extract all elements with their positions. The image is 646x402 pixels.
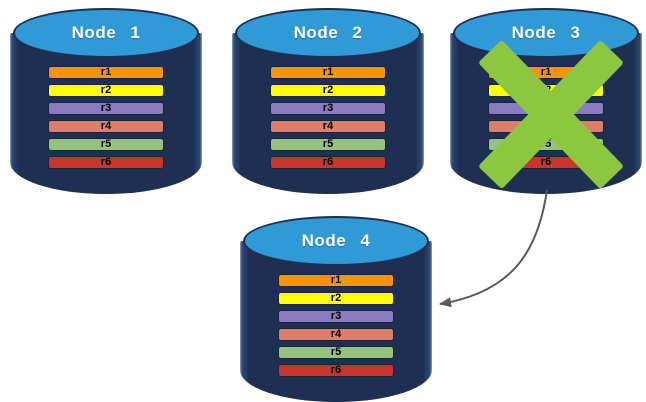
node-4-cylinder-top: Node 4 xyxy=(243,216,429,266)
node-4-title: Node 4 xyxy=(301,231,371,250)
replica-bar-r5: r5 xyxy=(48,138,164,151)
node-3: r1 r2 r3 r4 r5 r6 Node 3 xyxy=(450,8,642,194)
node-3-title: Node 3 xyxy=(511,23,581,42)
replica-bar-r6: r6 xyxy=(270,156,386,169)
replica-bar-r4: r4 xyxy=(48,120,164,133)
replica-bar-r6: r6 xyxy=(48,156,164,169)
replica-bar-r2: r2 xyxy=(278,292,394,305)
node-2-cylinder-body: r1 r2 r3 r4 r5 r6 xyxy=(232,33,424,194)
node-1-title: Node 1 xyxy=(71,23,141,42)
replica-bar-r3: r3 xyxy=(278,310,394,323)
node-4-cylinder-body: r1 r2 r3 r4 r5 r6 xyxy=(240,241,432,402)
replica-bar-r3: r3 xyxy=(48,102,164,115)
node-1: r1 r2 r3 r4 r5 r6 Node 1 xyxy=(10,8,202,194)
replica-bar-r2: r2 xyxy=(270,84,386,97)
replica-bar-r5: r5 xyxy=(278,346,394,359)
node-2-title: Node 2 xyxy=(293,23,363,42)
replica-bar-r1: r1 xyxy=(48,66,164,79)
node-2-replica-list: r1 r2 r3 r4 r5 r6 xyxy=(232,66,424,169)
node-2-cylinder-top: Node 2 xyxy=(235,8,421,58)
replica-bar-r6: r6 xyxy=(278,364,394,377)
node-1-cylinder-body: r1 r2 r3 r4 r5 r6 xyxy=(10,33,202,194)
node-4-replica-list: r1 r2 r3 r4 r5 r6 xyxy=(240,274,432,377)
replica-bar-r1: r1 xyxy=(270,66,386,79)
node-2: r1 r2 r3 r4 r5 r6 Node 2 xyxy=(232,8,424,194)
node-4: r1 r2 r3 r4 r5 r6 Node 4 xyxy=(240,216,432,402)
failure-x-icon xyxy=(450,8,642,194)
node-1-replica-list: r1 r2 r3 r4 r5 r6 xyxy=(10,66,202,169)
failover-arrow-path xyxy=(439,189,548,308)
node-1-cylinder-top: Node 1 xyxy=(13,8,199,58)
replica-bar-r2: r2 xyxy=(48,84,164,97)
replica-bar-r4: r4 xyxy=(270,120,386,133)
replica-bar-r5: r5 xyxy=(270,138,386,151)
replica-bar-r4: r4 xyxy=(278,328,394,341)
replica-bar-r3: r3 xyxy=(270,102,386,115)
replica-bar-r1: r1 xyxy=(278,274,394,287)
